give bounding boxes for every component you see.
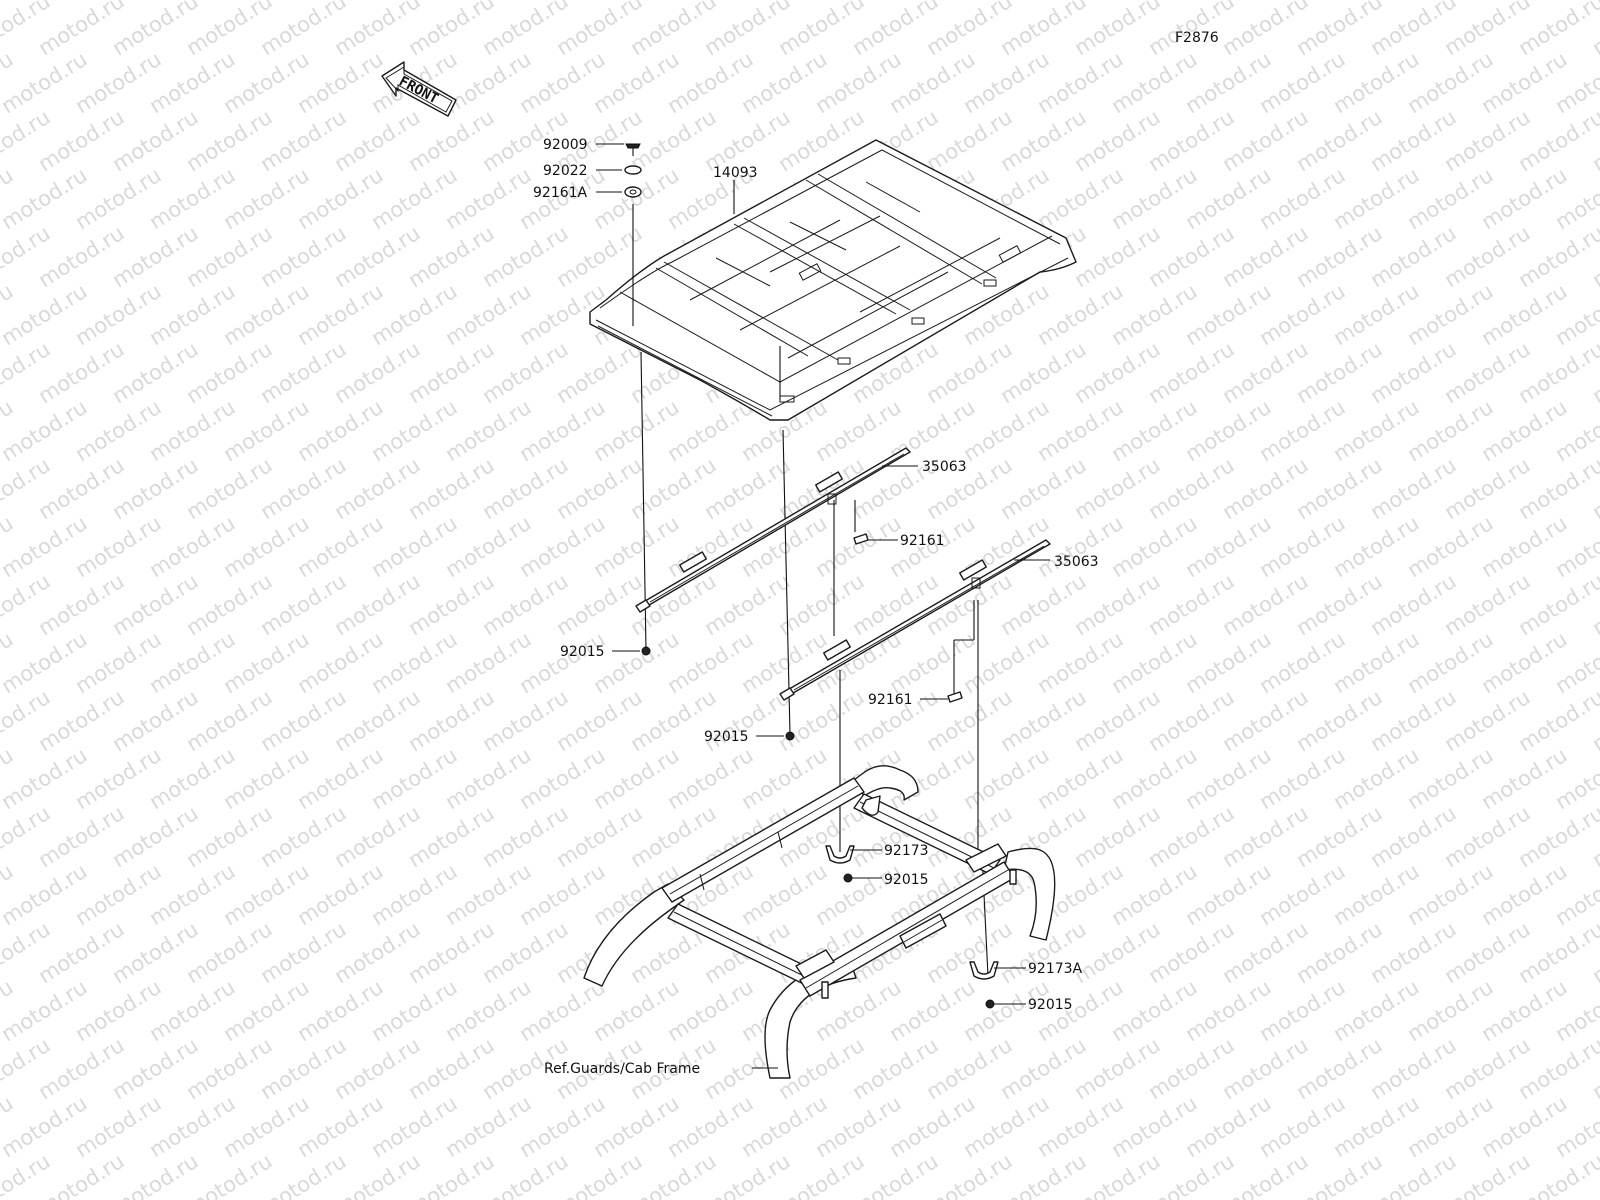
callout-92009: 92009 [543, 137, 588, 153]
nut-92015-right-icon [985, 999, 995, 1009]
callout-35063-top: 35063 [922, 459, 967, 475]
roof-crossbar-bottom [779, 539, 1051, 701]
clip-92161-top-icon [853, 533, 869, 545]
callout-35063-bottom: 35063 [1054, 554, 1099, 570]
callout-92161A: 92161A [533, 185, 588, 201]
cab-frame [583, 765, 1056, 1079]
nut-92015-mid-icon [785, 731, 795, 741]
front-arrow-icon: FRONT [381, 61, 457, 117]
callout-92015-frame: 92015 [884, 872, 929, 888]
callout-92173: 92173 [884, 843, 929, 859]
callout-92015-left: 92015 [560, 644, 605, 660]
washer-92022-icon [624, 165, 642, 175]
figure-id: F2876 [1175, 30, 1219, 46]
nut-92015-frame-icon [843, 873, 853, 883]
clip-92161-bottom-icon [947, 691, 963, 703]
nut-92015-left-icon [641, 646, 651, 656]
callout-92015-right: 92015 [1028, 997, 1073, 1013]
hardware-stack [624, 143, 642, 198]
callout-92161-bottom: 92161 [868, 692, 913, 708]
roof-panel [589, 139, 1077, 421]
roof-crossbar-top [635, 447, 911, 613]
callout-92022: 92022 [543, 163, 588, 179]
collar-92161A-icon [624, 186, 642, 198]
bracket-92173A-icon [969, 961, 999, 980]
callout-92161-top: 92161 [900, 533, 945, 549]
callout-14093: 14093 [713, 165, 758, 181]
bracket-92173-icon [825, 845, 855, 864]
callout-92015-mid: 92015 [704, 729, 749, 745]
callout-92173A: 92173A [1028, 961, 1083, 977]
callout-ref-frame: Ref.Guards/Cab Frame [544, 1061, 700, 1077]
bolt-92009-icon [625, 143, 641, 149]
